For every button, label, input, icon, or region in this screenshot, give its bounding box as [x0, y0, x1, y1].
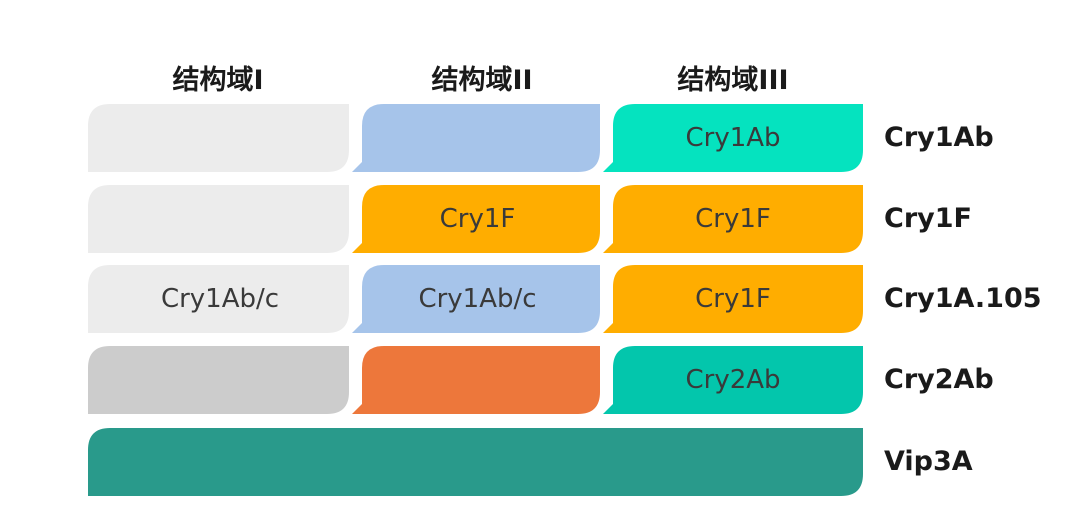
protein-name: Cry1A.105	[884, 283, 1042, 314]
domain-segment	[603, 265, 863, 333]
protein-name: Cry2Ab	[884, 364, 994, 395]
domain-segment	[88, 104, 349, 172]
protein-row: Cry1F Cry1F	[88, 185, 863, 253]
segment-label: Cry1Ab/c	[418, 284, 537, 314]
protein-name: Cry1Ab	[884, 122, 994, 153]
segment-label: Cry1F	[695, 204, 771, 234]
header-domain-3: 结构域III	[677, 65, 789, 96]
header-domain-2: 结构域II	[431, 65, 533, 96]
domain-segment	[352, 185, 600, 253]
protein-name: Vip3A	[884, 446, 973, 477]
segment-label: Cry1Ab	[685, 123, 781, 153]
segment-label: Cry2Ab	[685, 365, 781, 395]
domain-segment	[603, 185, 863, 253]
protein-row: Cry1Ab/c Cry1Ab/c Cry1F	[88, 265, 863, 333]
segment-label: Cry1F	[695, 284, 771, 314]
protein-row: Cry2Ab	[88, 346, 863, 414]
segment-label: Cry1F	[439, 204, 516, 234]
row-bar	[88, 428, 863, 496]
domain-segment	[88, 185, 349, 253]
protein-row: Cry1Ab	[88, 104, 863, 172]
row-bar	[88, 265, 863, 333]
domain-segment	[88, 428, 863, 496]
domain-segment	[352, 104, 600, 172]
row-bar	[88, 346, 863, 414]
domain-segment	[603, 346, 863, 414]
domain-segment	[88, 346, 349, 414]
protein-name: Cry1F	[884, 203, 972, 234]
segment-label: Cry1Ab/c	[160, 284, 280, 314]
header-domain-1: 结构域I	[172, 65, 264, 96]
domain-segment	[352, 346, 600, 414]
protein-row	[88, 428, 863, 496]
row-bar	[88, 104, 863, 172]
domain-segment	[352, 265, 600, 333]
domain-segment	[603, 104, 863, 172]
domain-segment	[88, 265, 349, 333]
row-bar	[88, 185, 863, 253]
